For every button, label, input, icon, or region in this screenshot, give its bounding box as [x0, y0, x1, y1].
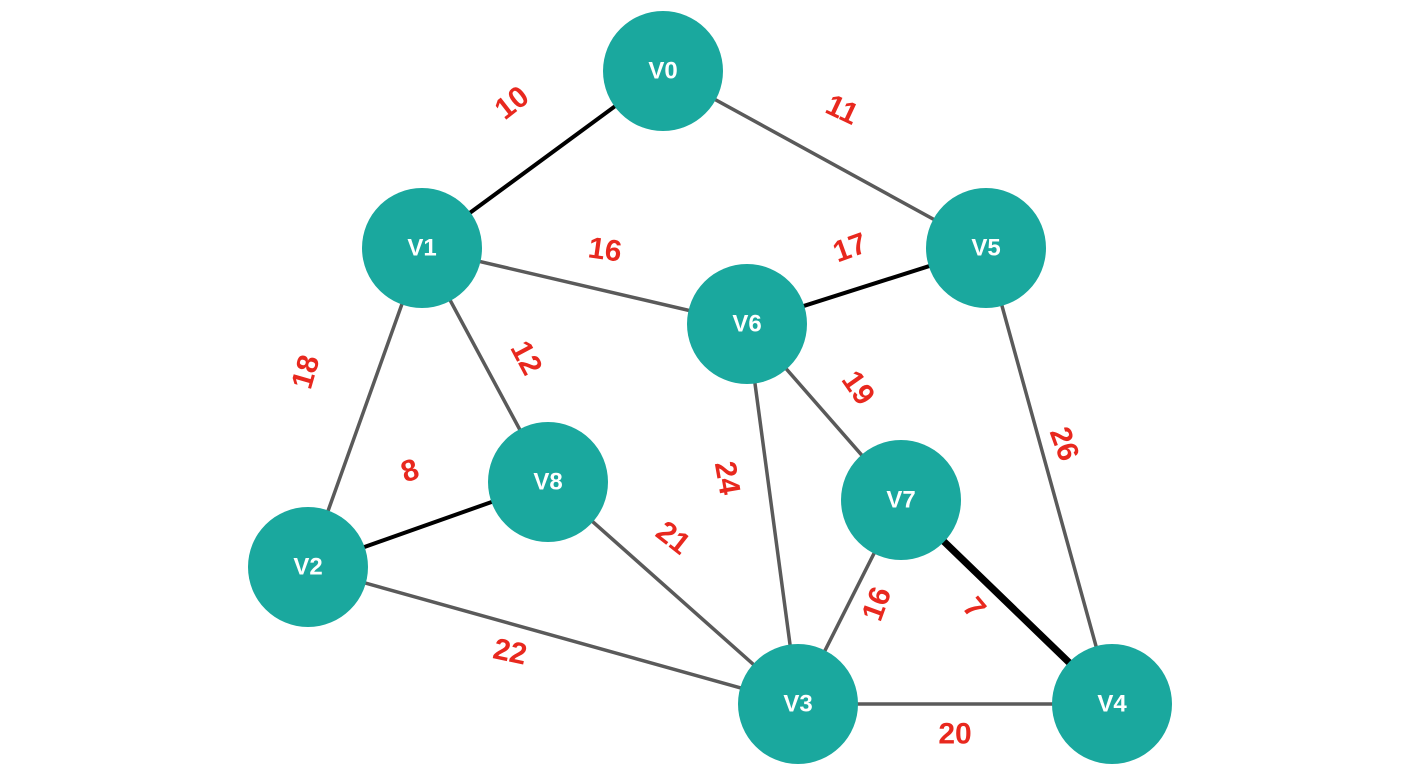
node-circle: [603, 11, 723, 131]
edge-v6-v3: [745, 322, 800, 706]
edge-v5-v4: [984, 246, 1114, 706]
node-circle: [738, 644, 858, 764]
node-v0: V0: [603, 11, 723, 131]
node-circle: [362, 188, 482, 308]
node-label: V6: [732, 311, 761, 338]
edge-weight-v5-v4: 26: [1043, 423, 1085, 466]
edge-weight-v1-v8: 12: [504, 336, 549, 381]
edge-weight-v1-v2: 18: [286, 351, 327, 392]
node-v1: V1: [362, 188, 482, 308]
edge-weight-v2-v3: 22: [490, 632, 530, 671]
node-circle: [687, 264, 807, 384]
edge-weight-v2-v8: 8: [397, 453, 423, 490]
node-v2: V2: [248, 507, 368, 627]
edge-weight-v6-v7: 19: [835, 365, 881, 411]
node-v6: V6: [687, 264, 807, 384]
node-label: V7: [886, 487, 915, 514]
node-circle: [488, 422, 608, 542]
node-v5: V5: [926, 188, 1046, 308]
edge-weight-v1-v6: 16: [586, 231, 624, 268]
node-label: V3: [783, 691, 812, 718]
node-label: V2: [293, 554, 322, 581]
node-circle: [248, 507, 368, 627]
node-circle: [1052, 644, 1172, 764]
node-v8: V8: [488, 422, 608, 542]
node-circle: [926, 188, 1046, 308]
edge-weight-v3-v4: 20: [938, 718, 971, 751]
edge-weight-v0-v1: 10: [489, 80, 536, 127]
node-v3: V3: [738, 644, 858, 764]
edge-weight-v7-v4: 7: [956, 591, 992, 625]
node-label: V0: [648, 58, 677, 85]
edge-weight-v0-v5: 11: [821, 88, 864, 131]
node-label: V8: [533, 469, 562, 496]
node-label: V1: [407, 235, 436, 262]
node-v4: V4: [1052, 644, 1172, 764]
edge-v2-v3: [306, 565, 800, 706]
edges-layer: [306, 69, 1116, 708]
edge-v0-v5: [661, 69, 988, 250]
edge-weight-v8-v3: 21: [650, 515, 697, 562]
node-label: V5: [971, 235, 1000, 262]
weights-layer: 10 11 16 12 18 17 26 19 24 8 22 21 16 7 20: [286, 80, 1086, 751]
edge-weight-v7-v3: 16: [856, 583, 898, 626]
node-v7: V7: [841, 440, 961, 560]
edge-weight-v5-v6: 17: [829, 227, 872, 269]
edge-weight-v6-v3: 24: [708, 459, 746, 498]
node-circle: [841, 440, 961, 560]
node-label: V4: [1097, 691, 1127, 718]
